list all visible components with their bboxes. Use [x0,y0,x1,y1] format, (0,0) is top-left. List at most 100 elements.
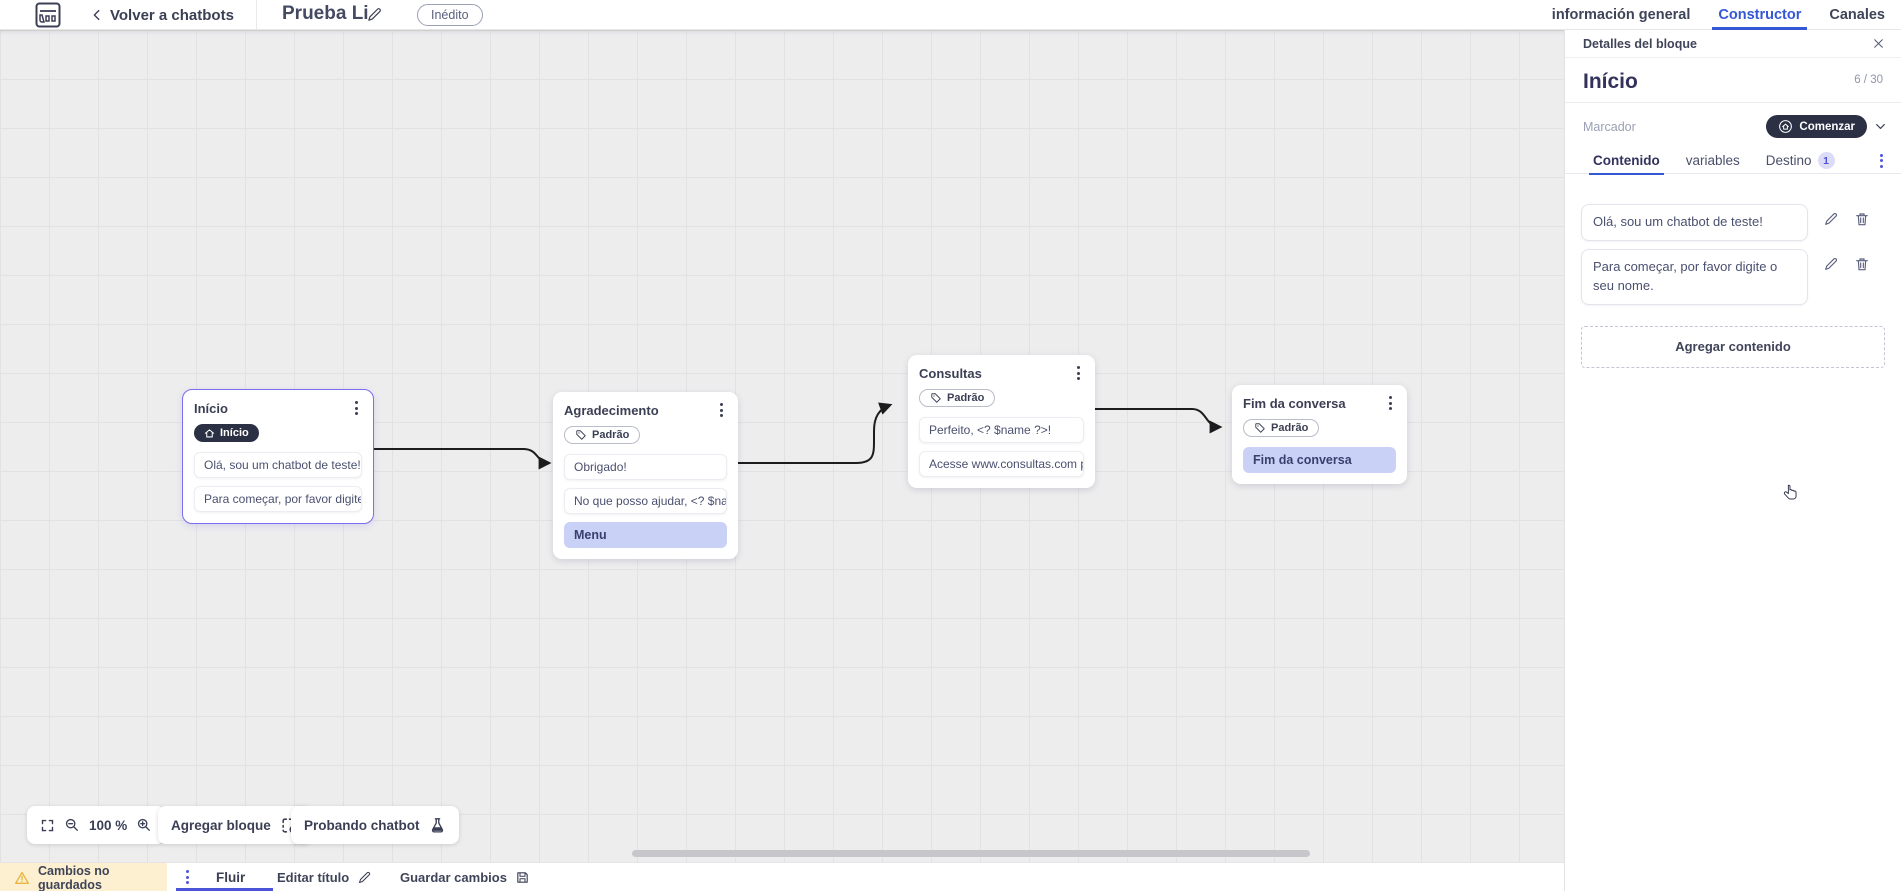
type-badge-label: Padrão [1271,422,1309,434]
flask-icon [429,817,446,834]
chatbot-title: Prueba Li [282,3,369,24]
home-icon [204,428,215,439]
test-chatbot-button[interactable]: Probando chatbot [291,806,459,844]
trash-icon[interactable] [1854,211,1870,227]
home-circle-icon [1778,119,1793,134]
trash-icon[interactable] [1854,256,1870,272]
app-logo-icon [35,2,61,28]
save-icon [515,870,530,885]
top-bar: Volver a chatbots Prueba Li Inédito info… [0,0,1901,30]
start-badge: Início [194,424,259,442]
chevron-left-icon [90,8,104,22]
content-message[interactable]: Para começar, por favor digite o seu nom… [1581,248,1808,305]
panel-menu-icon[interactable] [1876,152,1887,170]
tag-icon [930,392,942,404]
node-title: Consultas [919,365,982,381]
edit-icon[interactable] [1823,256,1839,272]
zoom-level: 100 % [89,817,128,833]
panel-header: Detalles del bloque [1565,30,1901,58]
panel-content: Olá, sou um chatbot de teste! Para começ… [1565,174,1901,864]
tab-label: variables [1685,153,1740,168]
flow-tab-underline [176,888,273,891]
tab-destino[interactable]: Destino 1 [1766,148,1835,174]
warning-icon [14,870,30,886]
type-badge-label: Padrão [592,429,630,441]
topbar-tabs: información general Constructor Canales [1552,0,1885,30]
tag-icon [1254,422,1266,434]
node-message-card[interactable]: Acesse www.consultas.com par... [919,451,1084,477]
node-message-card[interactable]: Obrigado! [564,454,727,480]
type-badge: Padrão [564,426,641,444]
node-title: Fim da conversa [1243,395,1346,411]
node-consultas[interactable]: Consultas Padrão Perfeito, <? $name ?>! … [908,355,1095,488]
node-header: Fim da conversa [1243,394,1396,412]
type-badge: Padrão [1243,419,1320,437]
marker-select[interactable]: Comenzar [1766,115,1867,138]
content-row: Para começar, por favor digite o seu nom… [1581,248,1885,305]
tab-canales[interactable]: Canales [1829,7,1885,23]
flow-menu-icon[interactable] [182,868,193,886]
flow-canvas[interactable]: Início Início Olá, sou um chatbot de tes… [0,30,1564,862]
tab-constructor[interactable]: Constructor [1712,0,1808,30]
node-title: Início [194,400,228,416]
edge-inicio-agradecimento [373,448,552,470]
node-header: Agradecimento [564,401,727,419]
flow-tab[interactable]: Fluir [216,870,246,885]
save-changes-button[interactable]: Guardar cambios [400,863,530,891]
block-title-row: Início 6 / 30 [1565,58,1901,103]
node-message-card[interactable]: No que posso ajudar, <? $name ... [564,488,727,514]
block-title: Início [1583,70,1638,93]
node-fim-da-conversa[interactable]: Fim da conversa Padrão Fim da conversa [1232,385,1407,484]
marker-label: Marcador [1583,119,1636,134]
node-menu-icon[interactable] [1073,364,1084,382]
chevron-down-icon[interactable] [1874,120,1887,133]
tab-informacion-general[interactable]: información general [1551,7,1691,23]
node-inicio[interactable]: Início Início Olá, sou um chatbot de tes… [182,389,374,524]
edit-title-button[interactable]: Editar título [277,863,372,891]
fullscreen-icon[interactable] [40,818,55,833]
zoom-out-icon[interactable] [64,817,80,833]
mouse-cursor-icon [1782,484,1799,503]
tab-label: Contenido [1593,153,1660,168]
back-to-chatbots[interactable]: Volver a chatbots [90,0,234,30]
tag-icon [575,429,587,441]
marker-value: Comenzar [1799,120,1855,133]
node-header: Consultas [919,364,1084,382]
panel-header-title: Detalles del bloque [1583,36,1697,51]
node-agradecimento[interactable]: Agradecimento Padrão Obrigado! No que po… [553,392,738,559]
type-badge: Padrão [919,389,996,407]
tab-contenido[interactable]: Contenido [1589,148,1664,175]
add-content-button[interactable]: Agregar contenido [1581,325,1885,368]
unsaved-changes-label: Cambios no guardados [38,863,110,891]
node-message-card[interactable]: Olá, sou um chatbot de teste! [194,451,362,478]
save-changes-label: Guardar cambios [400,870,507,885]
unsaved-changes-chip: Cambios no guardados [0,863,167,891]
content-message[interactable]: Olá, sou um chatbot de teste! [1581,204,1808,241]
node-title: Agradecimento [564,402,659,418]
edge-consultas-fim [1095,408,1223,434]
block-details-panel: Detalles del bloque Início 6 / 30 Marcad… [1564,30,1901,891]
connection-edges [373,402,1223,470]
node-menu-icon[interactable] [1385,394,1396,412]
edit-icon[interactable] [1823,211,1839,227]
edit-title-label: Editar título [277,870,350,885]
pencil-icon [357,870,372,885]
edit-title-icon[interactable] [366,6,383,23]
close-icon[interactable] [1872,37,1885,50]
node-action-card[interactable]: Menu [564,522,727,548]
node-menu-icon[interactable] [351,399,362,417]
add-block-label: Agregar bloque [171,817,271,833]
status-badge: Inédito [417,4,483,26]
horizontal-scrollbar[interactable] [632,850,1310,857]
edge-agradecimento-consultas [738,402,893,464]
marker-row: Marcador Comenzar [1565,103,1901,148]
node-action-card[interactable]: Fim da conversa [1243,447,1396,473]
node-menu-icon[interactable] [716,401,727,419]
add-block-button[interactable]: Agregar bloque [158,806,312,844]
node-message-card[interactable]: Perfeito, <? $name ?>! [919,417,1084,443]
zoom-in-icon[interactable] [136,817,152,833]
tab-variables[interactable]: variables [1686,148,1740,174]
node-message-card[interactable]: Para começar, por favor digite o ... [194,485,362,512]
node-header: Início [194,399,362,417]
